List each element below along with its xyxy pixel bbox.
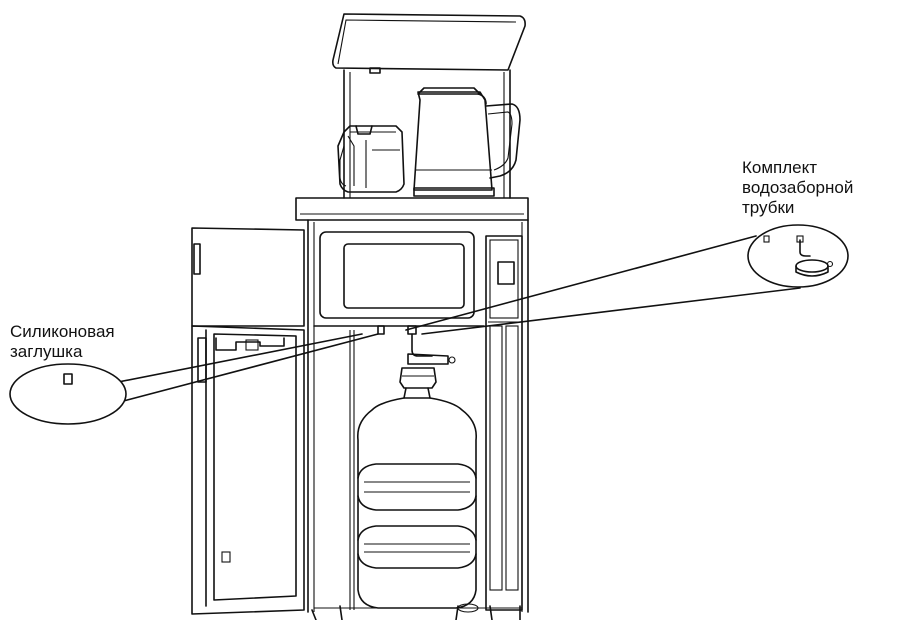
water-intake-tube (407, 325, 456, 365)
countertop (295, 197, 529, 221)
tube-kit-label-line: трубки (742, 198, 795, 217)
cabinet-body (307, 219, 529, 620)
water-bottle (356, 367, 478, 609)
silicone-plug-label: Силиконовая заглушка (10, 322, 115, 362)
tube-kit-label: Комплект водозаборной трубки (742, 158, 853, 218)
silicone-plug-label-line: заглушка (10, 342, 83, 361)
tea-bar-canopy (332, 13, 526, 199)
tube-kit-zoom (405, 224, 849, 335)
cabinet-door (191, 227, 305, 615)
teapot (337, 125, 405, 193)
tube-kit-label-line: водозаборной (742, 178, 854, 197)
kettle (413, 87, 521, 197)
silicone-plug-label-line: Силиконовая (10, 322, 115, 341)
plug-marker (377, 325, 385, 335)
tube-kit-label-line: Комплект (742, 158, 818, 177)
silicone-plug-zoom (9, 333, 379, 425)
